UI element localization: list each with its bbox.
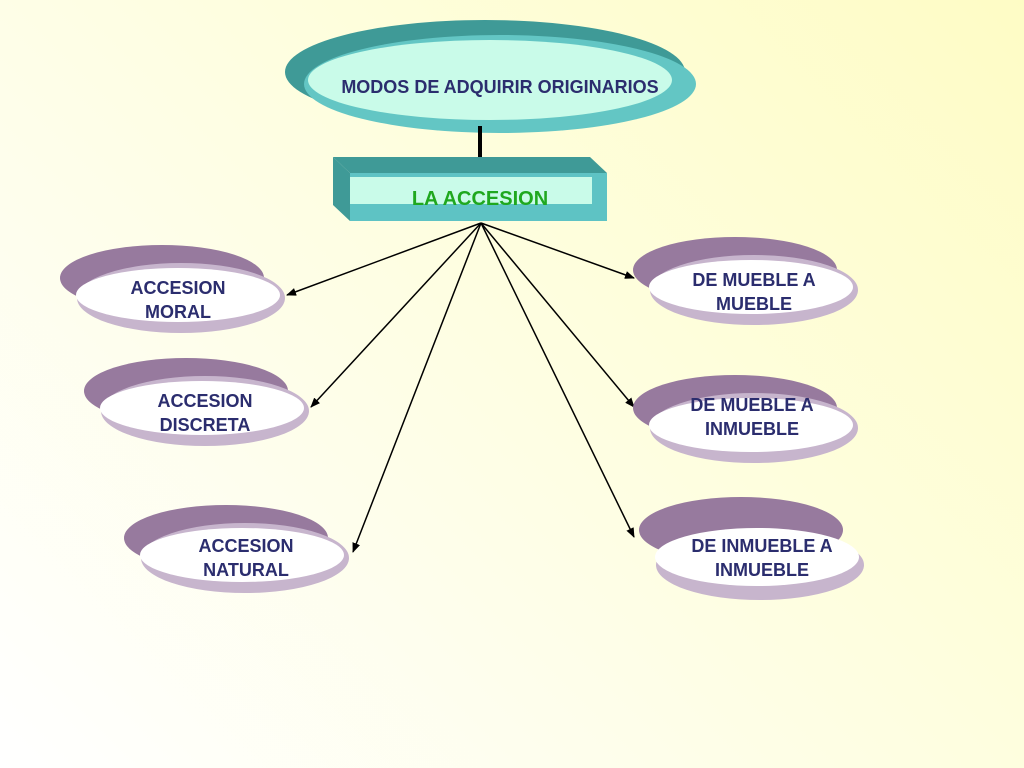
arrows — [286, 222, 635, 553]
title-ellipse — [285, 20, 696, 133]
center-box — [333, 157, 607, 221]
arrow-inmueble-inmueble — [480, 222, 635, 538]
node-moral-ellipse — [60, 245, 285, 333]
node-mueble-mueble-ellipse — [633, 237, 858, 325]
node-inmueble-inmueble-ellipse — [639, 497, 864, 600]
diagram-title: MODOS DE ADQUIRIR ORIGINARIOS — [341, 77, 659, 97]
node-mueble-inmueble-label: DE MUEBLE A INMUEBLE — [690, 395, 814, 439]
node-natural-label: ACCESION NATURAL — [198, 536, 294, 580]
center-label: LA ACCESION — [411, 188, 549, 210]
node-mueble-inmueble-ellipse — [633, 375, 858, 463]
node-moral-label: ACCESION MORAL — [130, 278, 226, 322]
arrow-natural — [352, 222, 482, 553]
arrow-moral — [286, 222, 482, 296]
node-discreta-ellipse — [84, 358, 309, 446]
arrow-mueble-inmueble — [480, 222, 635, 408]
node-discreta-label: ACCESION DISCRETA — [157, 391, 253, 435]
arrow-mueble-mueble — [480, 222, 635, 279]
node-natural-ellipse — [124, 505, 349, 593]
arrow-discreta — [310, 222, 482, 408]
node-mueble-mueble-label: DE MUEBLE A MUEBLE — [692, 270, 816, 314]
node-inmueble-inmueble-label: DE INMUEBLE A INMUEBLE — [691, 536, 833, 580]
